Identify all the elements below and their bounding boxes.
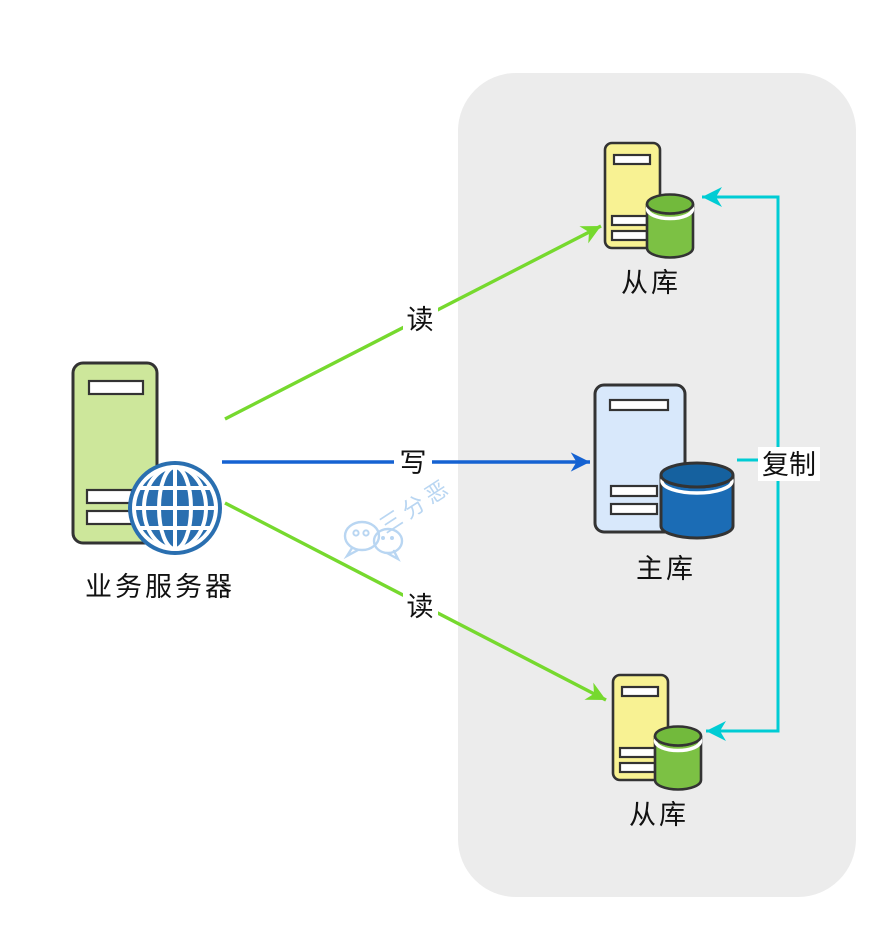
- replicate-arrow-top: [702, 187, 780, 462]
- server-slot: [610, 229, 649, 242]
- master-server-icon: [593, 383, 735, 540]
- read-bottom-text: 读: [407, 592, 434, 623]
- server-slot: [87, 379, 145, 396]
- replicate-text: 复制: [762, 450, 816, 481]
- database-icon: [653, 725, 703, 791]
- edge-label-read-bottom: 读: [403, 590, 438, 623]
- business-server-label: 业务服务器: [85, 572, 235, 603]
- server-slot: [618, 746, 657, 759]
- server-slot: [618, 761, 657, 774]
- master-label: 主库: [636, 554, 696, 585]
- server-slot: [609, 502, 659, 516]
- database-icon: [659, 461, 735, 540]
- edge-label-replicate: 复制: [758, 447, 820, 481]
- server-slot: [612, 153, 652, 166]
- edge-label-write: 写: [394, 446, 432, 479]
- watermark: 三分恶: [343, 474, 458, 562]
- watermark-text: 三分恶: [376, 474, 458, 539]
- replicate-arrow-bottom: [706, 460, 780, 741]
- globe-icon: [128, 461, 222, 555]
- slave-bottom-label: 从库: [629, 800, 689, 831]
- server-slot: [85, 488, 134, 505]
- server-slot: [609, 484, 659, 498]
- read-top-text: 读: [407, 305, 434, 336]
- slave-server-top-icon: [603, 141, 695, 259]
- business-server-icon: [71, 361, 222, 555]
- database-icon: [645, 193, 695, 259]
- write-text: 写: [400, 448, 427, 479]
- edge-label-read-top: 读: [403, 303, 438, 336]
- slave-server-bottom-icon: [611, 673, 703, 791]
- server-slot: [608, 398, 670, 412]
- server-slot: [85, 509, 134, 526]
- slave-top-label: 从库: [621, 268, 681, 299]
- server-slot: [610, 214, 649, 227]
- wechat-icon: [343, 520, 404, 562]
- server-slot: [620, 685, 660, 698]
